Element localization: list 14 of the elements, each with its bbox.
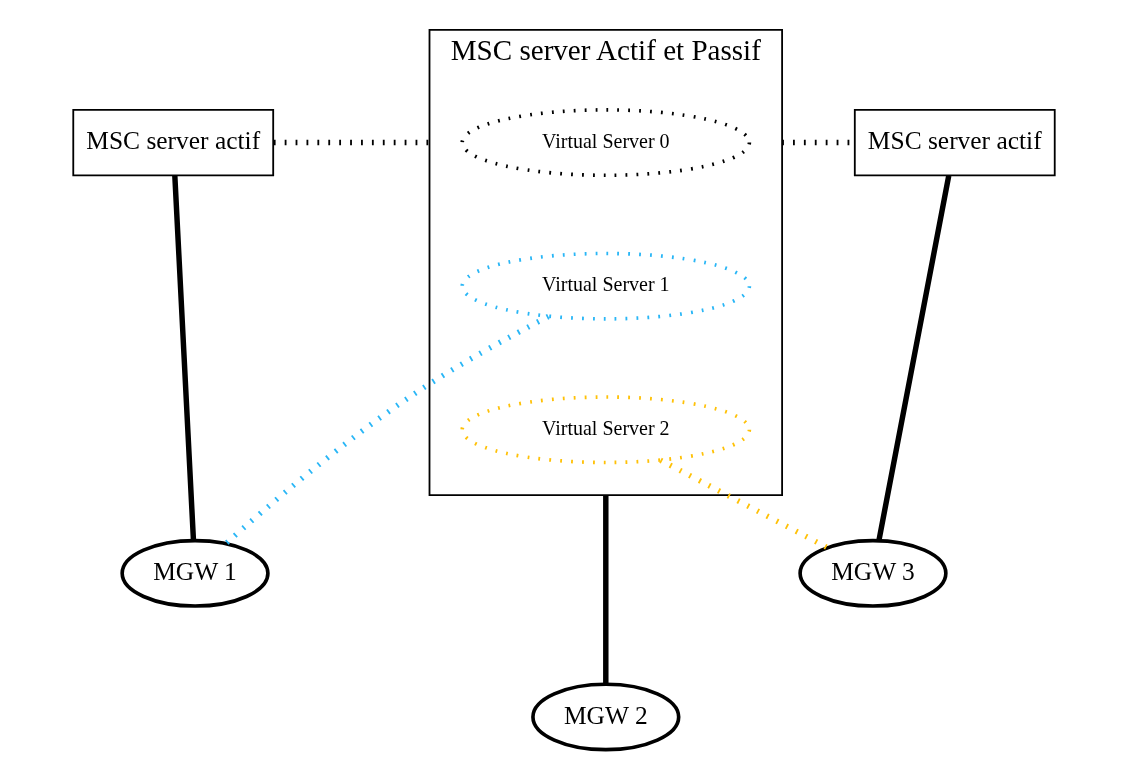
node-ellipse: MGW 1 <box>119 538 270 608</box>
node-ellipse: MGW 3 <box>797 538 948 608</box>
connector <box>602 495 609 684</box>
connector <box>171 175 196 541</box>
connector <box>224 314 550 546</box>
connector <box>273 139 429 146</box>
node-box: MSC server actif <box>71 108 274 177</box>
connector <box>875 175 951 542</box>
node-box: MSC server actif <box>853 108 1056 177</box>
node-ellipse: Virtual Server 0 <box>459 108 751 178</box>
node-ellipse: Virtual Server 2 <box>459 395 751 465</box>
connector <box>658 457 828 550</box>
node-ellipse: MGW 2 <box>530 682 680 752</box>
node-ellipse: Virtual Server 1 <box>459 251 751 321</box>
